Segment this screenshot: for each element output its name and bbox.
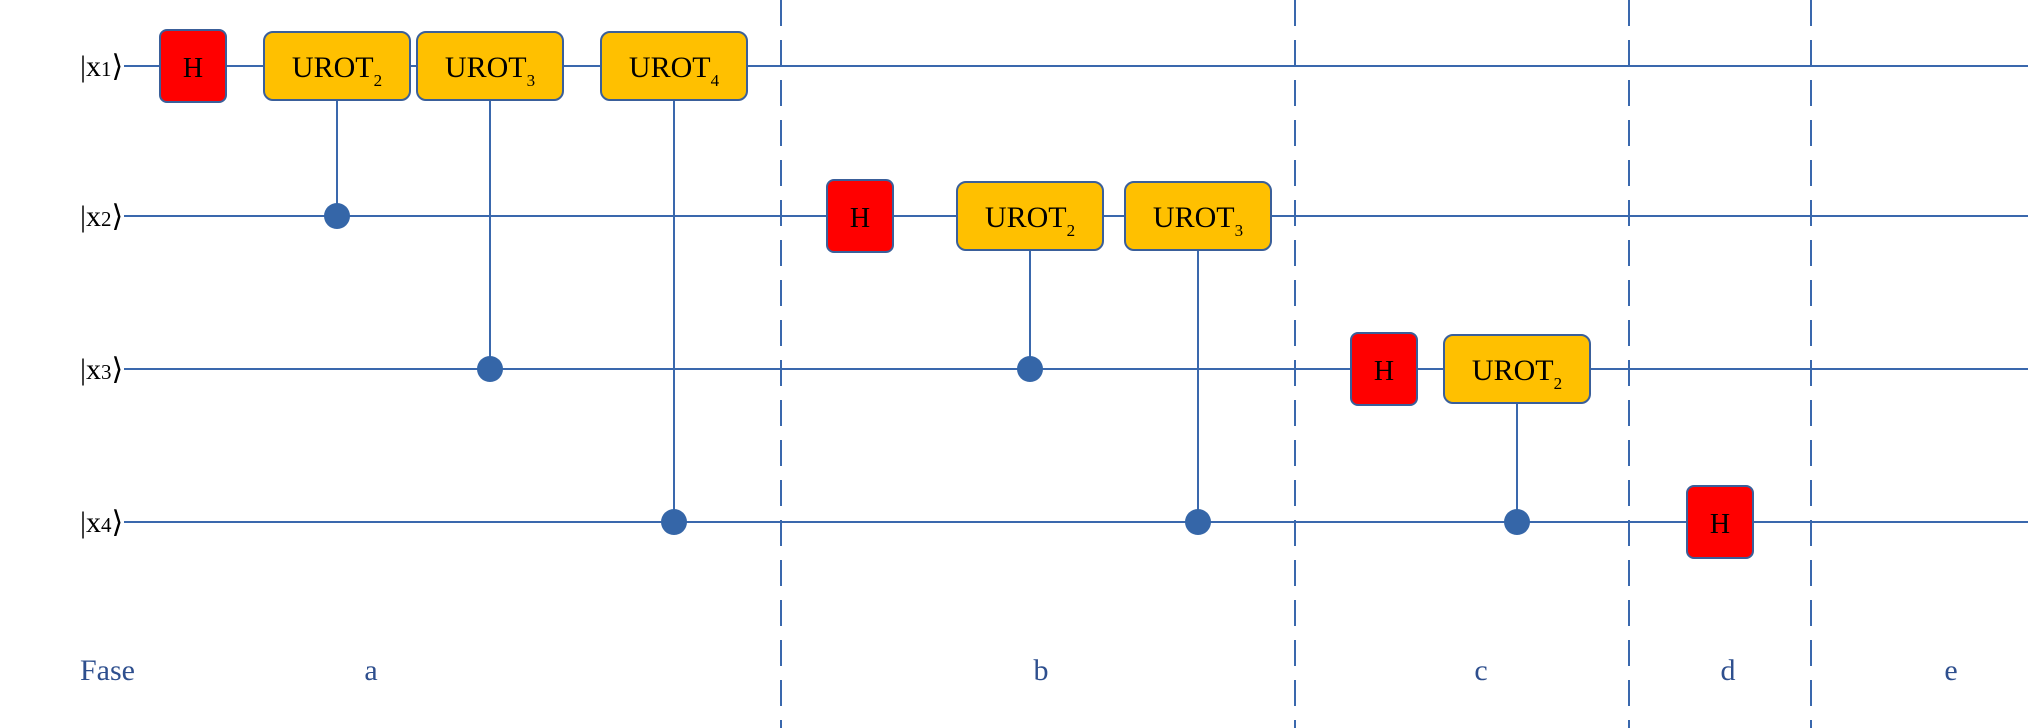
qubit-labels: |x1⟩|x2⟩|x3⟩|x4⟩ [80,50,123,539]
gate-label: UROT3 [1153,201,1243,240]
gate-name: H [1374,356,1394,387]
ket-index: 1 [101,57,112,81]
phase-label-c: c [1474,654,1487,687]
gate-subscript: 4 [711,71,720,90]
gate-name: UROT [1153,201,1235,234]
gate-subscript: 3 [527,71,536,90]
urot-gate: UROT2 [1443,334,1591,404]
qubit-wires [124,65,2028,523]
hadamard-gate-box [1350,332,1418,406]
gate-label: UROT2 [1472,354,1562,393]
gate-label: UROT3 [445,51,535,90]
hadamard-gate: H [159,29,227,103]
urot-gate-box [416,31,564,101]
ket-prefix: |x [80,200,101,233]
control-dot [1017,356,1043,382]
urot-gate: UROT3 [416,31,564,101]
urot-gate: UROT3 [1124,181,1272,251]
phase-label-a: a [364,654,377,687]
phase-label-b: b [1034,654,1049,687]
gate-name: UROT [1472,354,1554,387]
gate-label: H [1374,356,1394,387]
control-dot [1185,509,1211,535]
hadamard-gate: H [1350,332,1418,406]
phase-label-e: e [1944,654,1957,687]
phase-row: Fase a b c d e [80,654,1958,687]
control-dot [661,509,687,535]
ket-prefix: |x [80,506,101,539]
gate-label: UROT4 [629,51,720,90]
gate-label: H [850,203,870,234]
urot-gate: UROT2 [263,31,411,101]
ket-prefix: |x [80,50,101,83]
ket-prefix: |x [80,353,101,386]
qubit-label-2: |x2⟩ [80,200,123,233]
ket-bracket: ⟩ [112,50,124,83]
qubit-label-4: |x4⟩ [80,506,123,539]
gate-label: UROT2 [292,51,382,90]
gate-name: H [183,53,203,84]
urot-gate: UROT2 [956,181,1104,251]
ket-bracket: ⟩ [112,200,124,233]
urot-gate: UROT4 [600,31,748,101]
hadamard-gate: H [1686,485,1754,559]
control-lines [324,100,1530,535]
hadamard-gate: H [826,179,894,253]
qubit-label-3: |x3⟩ [80,353,123,386]
gate-subscript: 2 [374,71,383,90]
gate-label: H [1710,509,1730,540]
control-dot [324,203,350,229]
gate-name: H [1710,509,1730,540]
ket-index: 3 [101,360,112,384]
ket-bracket: ⟩ [112,353,124,386]
gate-label: H [183,53,203,84]
hadamard-gate-box [826,179,894,253]
gate-name: UROT [985,201,1067,234]
phase-dividers [780,0,1812,728]
gate-name: H [850,203,870,234]
ket-index: 4 [101,513,112,537]
gate-name: UROT [629,51,711,84]
gate-label: UROT2 [985,201,1075,240]
urot-gate-box [956,181,1104,251]
gate-name: UROT [445,51,527,84]
control-dot [477,356,503,382]
urot-gate-box [263,31,411,101]
hadamard-gate-box [1686,485,1754,559]
ket-index: 2 [101,207,112,231]
phase-row-title: Fase [80,654,135,687]
qubit-label-1: |x1⟩ [80,50,123,83]
gate-name: UROT [292,51,374,84]
urot-gate-box [1443,334,1591,404]
urot-gate-box [1124,181,1272,251]
phase-label-d: d [1721,654,1736,687]
hadamard-gate-box [159,29,227,103]
control-dot [1504,509,1530,535]
gate-subscript: 2 [1067,221,1076,240]
gate-subscript: 2 [1554,374,1563,393]
ket-bracket: ⟩ [112,506,124,539]
urot-gate-box [600,31,748,101]
gate-subscript: 3 [1235,221,1244,240]
